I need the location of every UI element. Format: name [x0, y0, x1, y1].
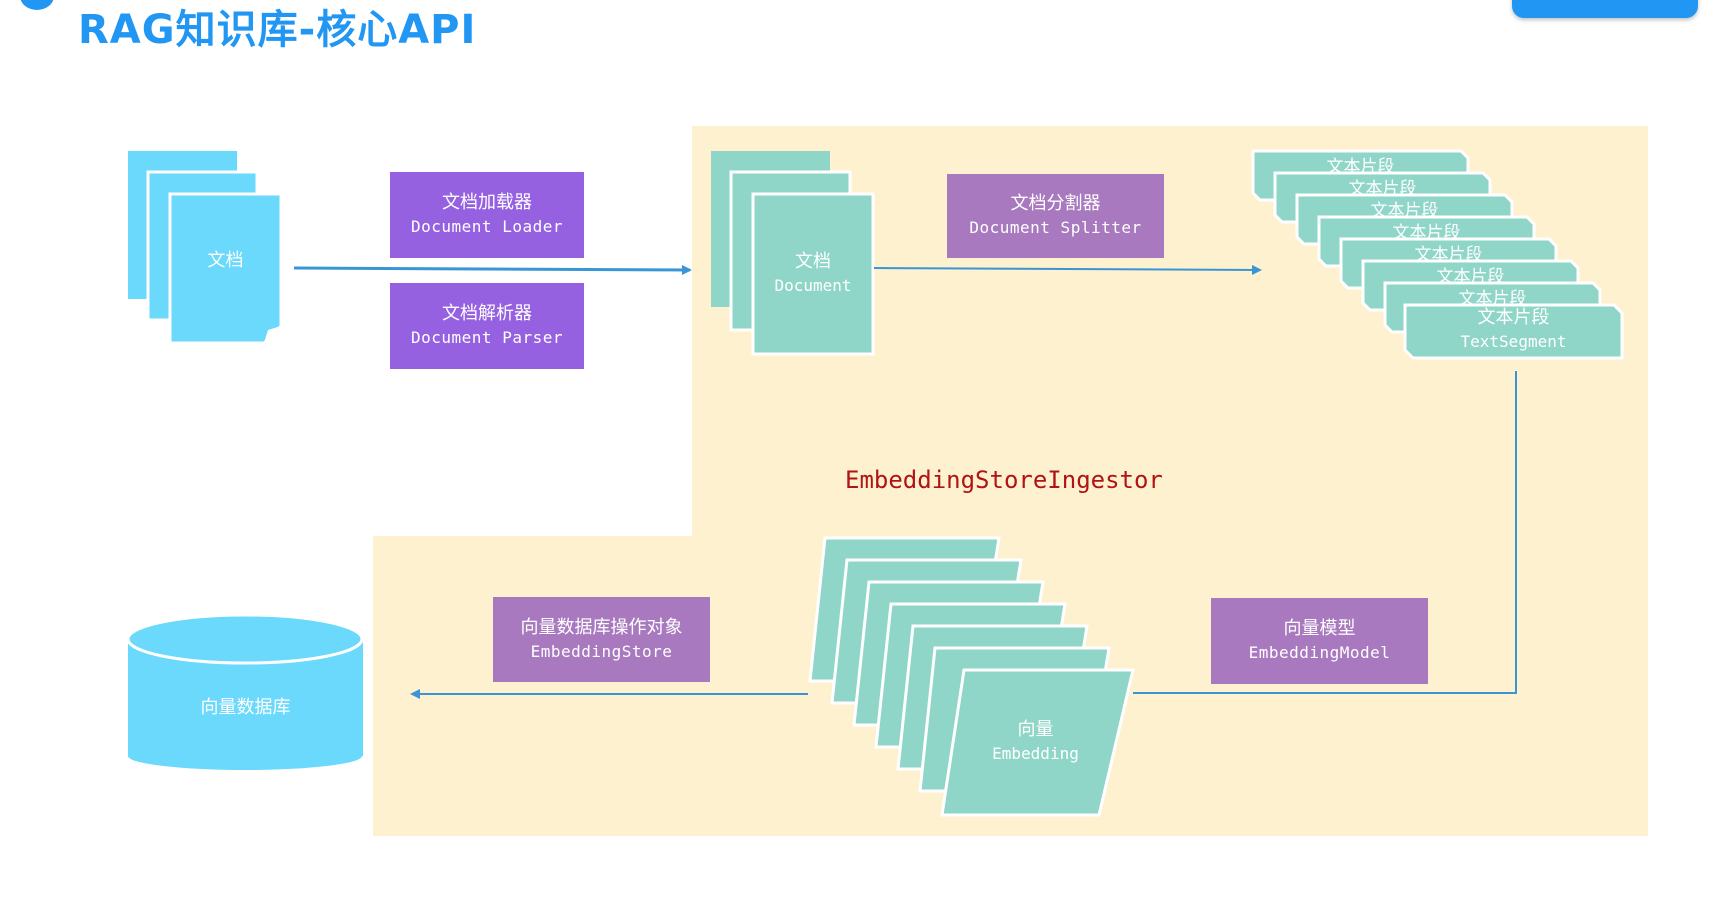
connector-segments-to-embedding	[1133, 371, 1517, 694]
embedding-store-zh-label: 向量数据库操作对象	[520, 616, 683, 638]
page-fold-icon	[264, 326, 281, 343]
document-parser-box[interactable]: 文档解析器 Document Parser	[390, 283, 584, 369]
document-en-label: Document	[774, 276, 852, 295]
vector-database-label: 向量数据库	[200, 697, 291, 718]
embedding-model-zh-label: 向量模型	[1283, 618, 1356, 639]
loader-zh-label: 文档加载器	[442, 192, 532, 213]
source-document-label: 文档	[207, 250, 244, 271]
loader-en-label: Document Loader	[411, 217, 563, 236]
document-zh-label: 文档	[795, 251, 831, 272]
embedding-card-front	[940, 668, 1135, 817]
source-document-stack	[128, 151, 283, 345]
cylinder-bottom	[128, 742, 362, 770]
parser-en-label: Document Parser	[411, 328, 563, 347]
embedding-store-en-label: EmbeddingStore	[530, 641, 673, 661]
parser-zh-label: 文档解析器	[442, 303, 532, 324]
document-splitter-box[interactable]: 文档分割器 Document Splitter	[947, 174, 1164, 258]
embedding-en-label: Embedding	[992, 744, 1079, 763]
embedding-store-box[interactable]: 向量数据库操作对象 EmbeddingStore	[493, 597, 710, 682]
segment-zh-label: 文本片段	[1477, 307, 1550, 328]
corner-button[interactable]	[1512, 0, 1698, 18]
segment-card-label: 文本片段	[1326, 157, 1395, 177]
segment-card-label: 文本片段	[1392, 223, 1461, 243]
embedding-model-en-label: EmbeddingModel	[1248, 643, 1391, 662]
embedding-zh-label: 向量	[1017, 719, 1054, 740]
splitter-en-label: Document Splitter	[969, 218, 1142, 237]
segment-card-label: 文本片段	[1370, 201, 1439, 221]
splitter-zh-label: 文档分割器	[1010, 193, 1101, 214]
segment-front-label: 文本片段 TextSegment	[1405, 306, 1622, 354]
arrow-source-to-document	[293, 264, 692, 275]
embedding-stack	[808, 536, 1135, 817]
ingestor-label: EmbeddingStoreIngestor	[845, 466, 1163, 494]
segment-card-label: 文本片段	[1348, 179, 1417, 199]
database-cylinder	[126, 613, 364, 770]
document-stack	[711, 151, 875, 356]
embedding-label: 向量 Embedding	[948, 718, 1123, 766]
segment-stack	[1251, 149, 1624, 360]
page-title: RAG知识库-核心API	[78, 7, 477, 53]
segment-card-label: 文本片段	[1414, 245, 1483, 265]
document-page-front	[751, 192, 875, 356]
embedding-model-box[interactable]: 向量模型 EmbeddingModel	[1211, 598, 1428, 684]
corner-dot	[20, 0, 54, 10]
document-label: 文档 Document	[753, 250, 873, 298]
segment-en-label: TextSegment	[1460, 332, 1567, 351]
arrow-document-to-segments	[873, 264, 1262, 275]
segment-card-front	[1403, 303, 1624, 360]
cylinder-top	[126, 613, 364, 665]
segment-card-label: 文本片段	[1436, 267, 1505, 287]
document-loader-box[interactable]: 文档加载器 Document Loader	[390, 172, 584, 258]
segment-card-label: 文本片段	[1458, 289, 1527, 309]
